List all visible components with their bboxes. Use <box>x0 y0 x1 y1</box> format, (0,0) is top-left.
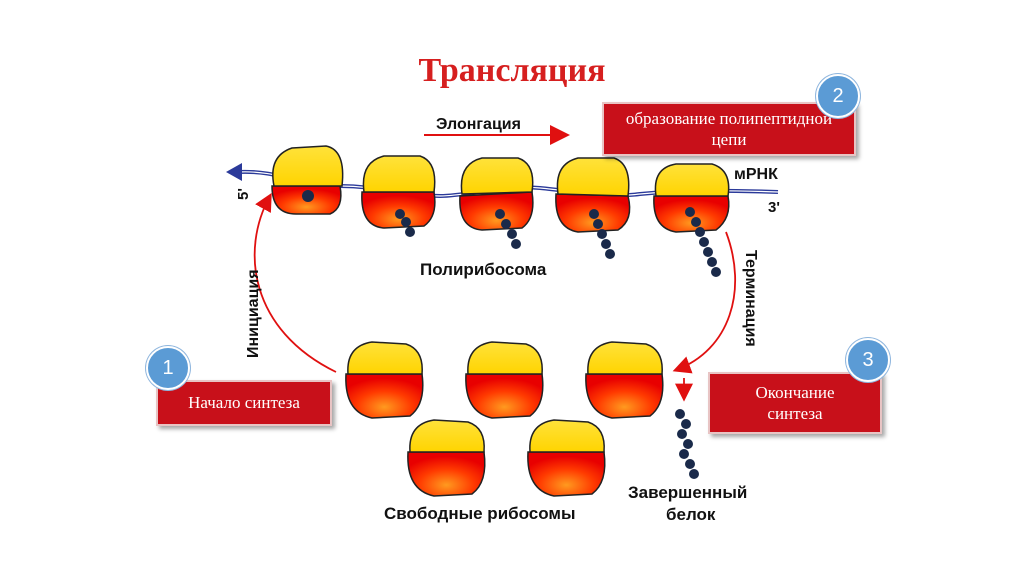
badge-2: 2 <box>816 74 860 118</box>
page-title: Трансляция <box>418 52 606 89</box>
initiation-label: Инициация <box>245 269 262 358</box>
free-ribosome-5 <box>527 419 606 497</box>
finished-protein <box>675 409 699 479</box>
initiation-arrow <box>253 192 337 373</box>
callout-initiation: Начало синтеза <box>156 380 332 426</box>
polyribosome-ribosome-2 <box>361 155 436 237</box>
callout-elongation: образование полипептидной цепи <box>602 102 856 156</box>
free-ribosome-4 <box>407 419 486 497</box>
free-ribosome-1 <box>345 341 424 419</box>
callout-elongation-text: образование полипептидной цепи <box>625 108 833 149</box>
polyribosome-ribosome-3 <box>459 157 534 249</box>
free-ribosome-3 <box>585 341 664 419</box>
three-prime-label: 3' <box>768 199 780 216</box>
badge-1: 1 <box>146 346 190 390</box>
mrna-label: мРНК <box>734 166 778 183</box>
polyribosome-ribosome-5 <box>653 163 730 277</box>
callout-initiation-text: Начало синтеза <box>188 393 300 413</box>
badge-3: 3 <box>846 338 890 382</box>
callout-termination-text: Окончание синтеза <box>755 382 835 423</box>
free-ribosome-2 <box>465 341 544 419</box>
finished-protein-label-line2: белок <box>666 505 716 524</box>
elongation-label: Элонгация <box>436 116 521 133</box>
polyribosome-ribosome-1 <box>271 145 344 215</box>
free-ribosomes-label: Свободные рибосомы <box>384 504 576 523</box>
polyribosome-ribosome-4 <box>555 157 631 259</box>
callout-termination: Окончание синтеза <box>708 372 882 434</box>
finished-protein-label-line1: Завершенный <box>628 483 747 502</box>
termination-arrow <box>672 231 737 374</box>
five-prime-label: 5' <box>235 188 252 200</box>
termination-label: Терминация <box>742 250 759 347</box>
polyribosome-label: Полирибосома <box>420 260 547 279</box>
mrna-arrowhead <box>226 163 242 181</box>
